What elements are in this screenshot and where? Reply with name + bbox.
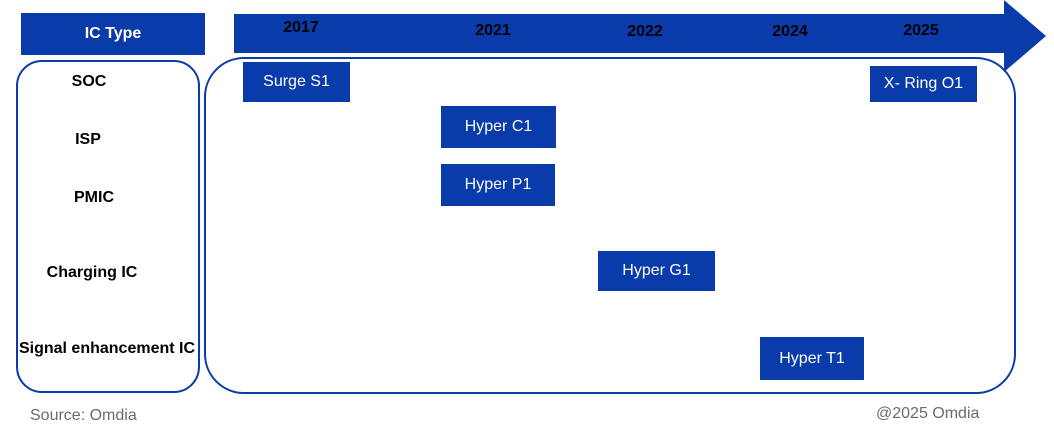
product-hyper-c1: Hyper C1 [441,106,556,148]
year-2021: 2021 [475,22,511,39]
ic-type-soc: SOC [71,73,107,90]
ic-type-signal-enhancement-ic: Signal enhancement IC [18,340,196,357]
product-label: Hyper G1 [622,262,691,279]
source-note: Source: Omdia [30,407,137,424]
product-x-ring-o1: X- Ring O1 [870,66,977,102]
ic-type-charging-ic: Charging IC [46,264,138,281]
product-label: Surge S1 [263,73,330,90]
year-2024: 2024 [772,23,808,40]
timeline-frame [204,57,1016,394]
product-label: Hyper C1 [464,118,533,135]
ic-type-header: IC Type [21,13,205,55]
product-hyper-t1: Hyper T1 [760,337,864,380]
copyright-note: @2025 Omdia [876,405,980,422]
year-2017: 2017 [283,19,319,36]
product-label: Hyper T1 [779,349,845,367]
product-hyper-g1: Hyper G1 [598,251,715,291]
ic-type-pmic: PMIC [74,189,114,206]
product-surge-s1: Surge S1 [243,62,350,102]
product-hyper-p1: Hyper P1 [441,164,555,206]
product-label: X- Ring O1 [883,75,964,92]
ic-type-isp: ISP [75,131,101,148]
product-label: Hyper P1 [464,176,532,193]
ic-type-frame [16,60,200,393]
year-2025: 2025 [903,22,939,39]
timeline-arrow [234,0,1046,72]
year-2022: 2022 [627,23,663,40]
ic-type-header-label: IC Type [84,25,142,42]
